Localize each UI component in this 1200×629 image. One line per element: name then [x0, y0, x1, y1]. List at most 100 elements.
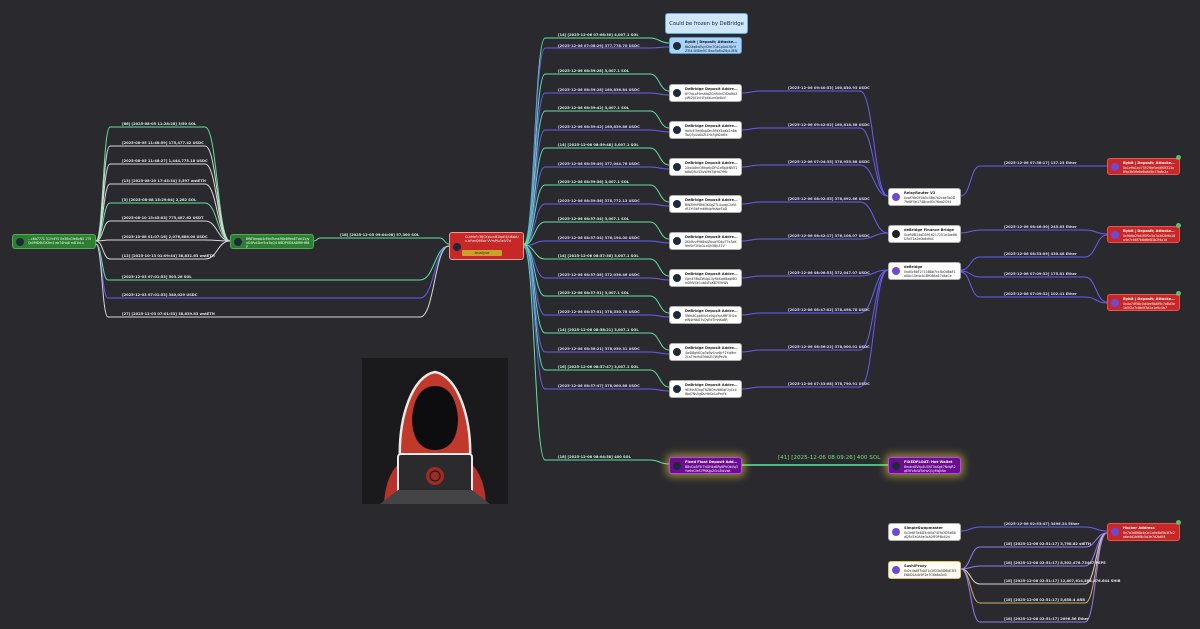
- simpleswap-node[interactable]: SimpleSwapmaster 0x3e6F5e8D5cb0a74Ffd3D3…: [888, 523, 961, 541]
- sol-icon: [673, 461, 681, 470]
- edge-label: [2025-12-06 07:08:29] 377,778.70 USDC: [558, 44, 640, 48]
- edge-main-db5-b: [523, 240, 670, 247]
- node-address: 9EiMnR3xpT6ZBQhV8tKqF2yLc4WaJ7Ns5gDuHbSe…: [685, 388, 737, 397]
- edge-label: [2025-12-06 08:02:55] 378,692.66 USDC: [788, 197, 870, 201]
- edge-label: [2025-12-06 07:33:08] 378,790.91 USDC: [788, 382, 870, 386]
- edge-label: [14] [2025-12-06 07:08:30] 4,007.1 SOL: [558, 33, 639, 37]
- eth-icon: [1111, 528, 1119, 536]
- bybit-attacker-node-2[interactable]: Bybit | Deposit; Attacker from wallet 0x…: [1107, 226, 1180, 243]
- edge-label: [2025-12-06 08:53:09] 430.48 Ether: [1004, 252, 1077, 256]
- check-icon: [1176, 291, 1181, 296]
- sol-icon: [673, 274, 681, 282]
- main-attacker-node[interactable]: CLhMcFc3tJGYpLcnB2bpE4jU6sbUu bYwrQ9Ekb …: [449, 232, 524, 260]
- debridge-deposit-node-2[interactable]: DeBridge Deposit Address 9aVcE3mJ8vpDm3R…: [669, 121, 742, 139]
- edge-label: [2025-12-06 08:59:28] 3,007.1 SOL: [558, 69, 630, 73]
- debridge-deposit-node-3[interactable]: DeBridge Deposit Address 2XwU8mQRhp6yDFs…: [669, 158, 742, 176]
- debridge-icon: [892, 230, 900, 238]
- sol-icon: [673, 237, 681, 245]
- bybit-attacker-node-3[interactable]: Bybit | Deposit; Attacker from wallet 0x…: [1107, 294, 1180, 311]
- eth-icon: [1111, 298, 1119, 307]
- edge-main-db8-b: [523, 245, 670, 355]
- relay-router-node[interactable]: RelayRouter V2 0xaf76e2F0b5c5Ba7a2cbe3b0…: [888, 188, 961, 206]
- edge-label: [27] [2025-12-03 07:01:53] 38,839.83 wst…: [122, 312, 215, 316]
- edge-label: [3] [2025-08-08 15:29:04] 2,262 SOL: [122, 198, 197, 202]
- edge-label: [14] [2025-12-06 08:58:21] 3,007.1 SOL: [558, 328, 639, 332]
- fixedfloat-deposit-node[interactable]: Fixed Float Deposit Address B8vGo3F5rTdG…: [669, 457, 742, 474]
- edge-src-hub-7: [95, 239, 231, 242]
- node-address: 2XwU8mQRhp6yDFs1e6pJkNNT2b8aQ3LfZ4vW9sTg…: [685, 166, 738, 175]
- debridge-deposit-node-7[interactable]: DeBridge Deposit Address 5Nkt8Cpb6Vz1x9L…: [669, 306, 742, 324]
- edge-db4-mid: [741, 201, 889, 234]
- debridge-deposit-node-4[interactable]: DeBridge Deposit Address BW3MnP8fdQKXgZ7…: [669, 195, 742, 213]
- edge-label: [12] [2025-10-13 01:09:44] 38,831.63 wst…: [122, 254, 215, 258]
- eth-icon: [892, 267, 900, 275]
- node-address: 2KkRzvPHt8wJZbuqYD4pT7e3aK9mSrF2NcGLxQh5…: [685, 240, 737, 249]
- sol-icon: [16, 237, 24, 246]
- node-address: 0xd0c6bF2710B8b7cc3b0dBbF1a0Ac15e4cA1BfC…: [904, 270, 956, 279]
- analyse-button[interactable]: Analyse: [462, 250, 502, 256]
- debridge-deposit-node-9[interactable]: DeBridge Deposit Address 9EiMnR3xpT6ZBQh…: [669, 380, 742, 398]
- check-icon: [1176, 520, 1181, 525]
- eth-icon: [892, 528, 900, 536]
- hooded-hacker-illustration: [362, 358, 508, 504]
- node-address: B8vGo3F5rTdGH4zBRy8PkQbVq3Yw9zCfeS7PNKJp…: [685, 465, 738, 474]
- edge-label: [2025-12-06 08:06:53] 372,047.07 USDC: [788, 271, 870, 275]
- sol-icon: [673, 200, 681, 208]
- debridge-node[interactable]: deBridge 0xd0c6bF2710B8b7cc3b0dBbF1a0Ac1…: [888, 262, 961, 280]
- edge-mid1-red1: [960, 165, 1107, 197]
- debridge-deposit-node-1[interactable]: DeBridge Deposit Address 6Y7qLoF9m8tqZGh…: [669, 84, 742, 102]
- eth-icon: [892, 566, 900, 574]
- edge-label: [2025-08-05 11:48:59] 175,477.42 USDC: [122, 141, 204, 145]
- frozen-callout: Could be frozen by DeBridge: [665, 13, 748, 34]
- debridge-deposit-node-6[interactable]: DeBridge Deposit Address GJm4T8bZW4pL3yR…: [669, 269, 742, 287]
- edge-label: [2025-12-06 08:46:30] 245.83 Ether: [1004, 225, 1077, 229]
- edge-main-db5-a: [523, 221, 670, 246]
- edge-src-hub-3: [95, 163, 231, 242]
- fixedfloat-hot-wallet-node[interactable]: FIXEDFLOAT: Hot Wallet 8mdrx8Vkp4UXhT5aS…: [888, 457, 961, 474]
- debridge-deposit-node-5[interactable]: DeBridge Deposit Address 2KkRzvPHt8wJZbu…: [669, 232, 742, 250]
- node-address: 6b2Xq8wTsyV2m7QkCpXxLfQrH Z3t4 kN8m9C Bw…: [685, 45, 738, 54]
- sol-icon: [673, 89, 681, 97]
- edge-label: [16] [2025-12-06 08:57:47] 3,007.1 SOL: [558, 365, 639, 369]
- edge-label: [18] [2025-12-06 02:51:17] 12,807,614,88…: [1004, 579, 1121, 583]
- source-wallet-node[interactable]: ...c8b7771 51Yr4Y5 Ee5BcGfe8xN5 1T5QcM9D…: [12, 234, 96, 249]
- edge-label: [2025-12-06 07:04:35] 376,955.88 USDC: [788, 160, 870, 164]
- debridge-deposit-node-8[interactable]: DeBridge Deposit Address 4wD8ghKQp3zBvSn…: [669, 343, 742, 361]
- callout-text: Could be frozen by DeBridge: [669, 20, 744, 27]
- bybit-attacker-node-1[interactable]: Bybit | Deposit; Attacker from wallet 0x…: [1107, 158, 1180, 175]
- edge-label: [2025-12-06 08:47:02] 378,498.78 USDC: [788, 308, 870, 312]
- node-address: CLhMcFc3tJGYpLcnB2bpE4jU6sbUu bYwrQ9Ekb …: [465, 235, 519, 244]
- node-address: 0x1e9a1ec7352f0e5e06f0f322e89a3b5fb6d6b8…: [1123, 166, 1175, 175]
- proxy-node[interactable]: SushiProxy 0x2c4a8F3d4F1c2fD3a5D6bE3f5E8…: [888, 561, 961, 579]
- edge-src-hub-4: [95, 183, 231, 242]
- sol-icon: [673, 126, 681, 134]
- hacker-address-node[interactable]: Hacker Address 0x7a3d8f6b4e2c1a9e8d5b3f7…: [1107, 523, 1180, 541]
- edge-label: [13] [2025-08-20 17:45:34] 3,597 wstETH: [122, 179, 206, 183]
- node-address: GJm4T8bZW4pL3yRkXqH8aqf6Dm2NVCe1utAsFoKB…: [685, 277, 737, 286]
- edge-label: [2025-12-06 02:53:47] 3496.24 Ether: [1004, 522, 1080, 526]
- edge-label: [2025-12-06 08:58:21] 378,030.31 USDC: [558, 347, 640, 351]
- sol-icon: [673, 41, 681, 50]
- sol-icon: [673, 348, 681, 356]
- edge-label: [2025-12-06 08:57:47] 378,000.88 USDC: [558, 384, 640, 388]
- edge-label: [2025-12-06 07:09:32] 102.41 Ether: [1004, 292, 1077, 296]
- edge-label: [18] [2025-12-06 02:51:17] 8,302,476.734…: [1004, 561, 1106, 565]
- edge-main-db9-b: [523, 245, 670, 392]
- edge-label: [2025-12-06 08:59:42] 160,839.86 USDC: [558, 125, 640, 129]
- edge-label: [18] [2025-12-06 08:04:58] 400 SOL: [558, 455, 631, 459]
- node-address: 0x3e6F5e8D5cb0a74Ffd3D3eB8dD5d7a0A9e3cA0…: [904, 531, 956, 540]
- hacker-figure-icon: [362, 358, 508, 504]
- edge-db3-mid: [741, 164, 889, 197]
- node-address: 0x2c4a8F3d4F1c2fD3a5D6bE3f5E8bD1A4c9F2e7…: [904, 569, 957, 578]
- analyse-label: Analyse: [474, 250, 490, 255]
- edge-label: [18] [2025-12-06 02:51:17] 2096.56 Ether: [1004, 617, 1089, 621]
- node-address: 0x4a7df58c0d4ee6b8f9c7a8d3e1b5f2a7c8b5f3…: [1123, 302, 1175, 311]
- edge-src-main-2: [95, 243, 450, 299]
- edge-main-fixedfloat: [523, 246, 670, 465]
- debridge-finance-node[interactable]: deBridge Finance Bridge 0xef4fB24aD09162…: [888, 225, 961, 243]
- edge-main-db2-b: [523, 129, 670, 247]
- edge-label: [2025-12-03 07:01:53] 503.26 SOL: [122, 275, 192, 279]
- hub-wallet-node[interactable]: 8WFAmpb4cMmTsmk98e8ffeaETzkrZcJvnS4Pz4Gm…: [230, 234, 314, 249]
- bybit-swift-node[interactable]: Bybit | Deposit; Attacker to Swift 6b2Xq…: [669, 37, 742, 54]
